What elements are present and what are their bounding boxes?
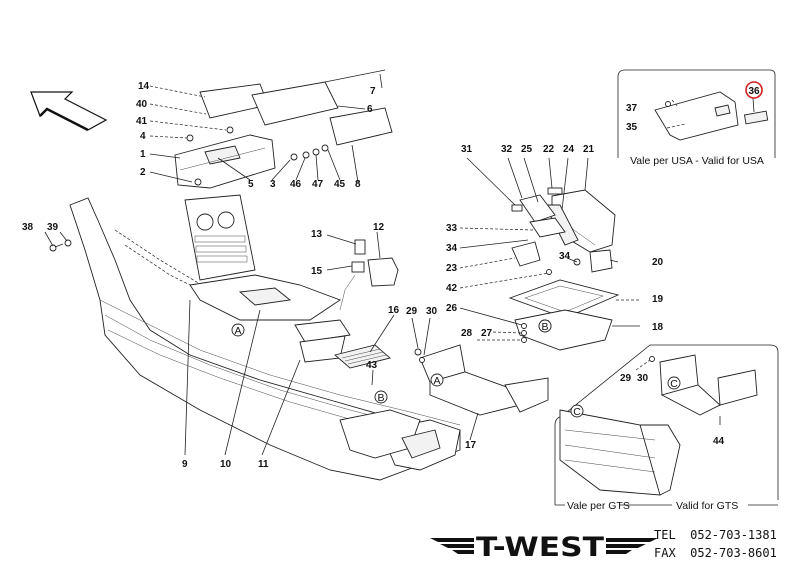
callout-10[interactable]: 10 [220, 459, 232, 470]
callout-26[interactable]: 26 [446, 303, 458, 314]
callout-25[interactable]: 25 [521, 144, 533, 155]
callout-16[interactable]: 16 [388, 305, 400, 316]
callout-9[interactable]: 9 [182, 459, 188, 470]
callout-43[interactable]: 43 [366, 360, 378, 371]
svg-text:A: A [234, 325, 241, 337]
left-wing-icon [430, 538, 474, 554]
callout-27[interactable]: 27 [481, 328, 493, 339]
callout-32[interactable]: 32 [501, 144, 513, 155]
phone-number: TEL 052-703-1381 [654, 528, 777, 542]
svg-text:C: C [573, 406, 581, 418]
callout-1[interactable]: 1 [140, 149, 146, 160]
contact-info: TEL 052-703-1381 FAX 052-703-8601 [654, 526, 777, 562]
ref-marker-c: C [570, 404, 584, 418]
armrest-assembly [508, 187, 620, 351]
callout-30[interactable]: 30 [637, 373, 649, 384]
svg-text:36: 36 [748, 86, 760, 97]
ref-marker-b: B [374, 390, 388, 404]
callout-37[interactable]: 37 [626, 103, 638, 114]
inset-usa [617, 69, 776, 158]
callout-24[interactable]: 24 [563, 144, 575, 155]
callout-33[interactable]: 33 [446, 223, 458, 234]
part-17-storage-pocket [414, 344, 549, 416]
callout-15[interactable]: 15 [311, 266, 323, 277]
callout-46[interactable]: 46 [290, 179, 302, 190]
svg-text:B: B [377, 392, 384, 404]
ref-marker-a: A [231, 323, 245, 337]
callout-2[interactable]: 2 [140, 167, 146, 178]
callout-3[interactable]: 3 [270, 179, 276, 190]
callout-47[interactable]: 47 [312, 179, 324, 190]
callout-labels: 14 40 41 4 1 2 5 3 46 47 45 8 6 7 38 39 … [22, 81, 763, 470]
gts-caption-left: Vale per GTS [567, 500, 630, 512]
callout-28[interactable]: 28 [461, 328, 473, 339]
callout-35[interactable]: 35 [626, 122, 638, 133]
part-16-vent-grille [334, 344, 391, 369]
callout-8[interactable]: 8 [355, 179, 361, 190]
fax-number: FAX 052-703-8601 [654, 546, 777, 560]
leader-lines [44, 73, 755, 456]
svg-text:C: C [670, 378, 678, 390]
callout-29[interactable]: 29 [406, 306, 418, 317]
callout-36-highlighted[interactable]: 36 [745, 81, 763, 99]
callout-17[interactable]: 17 [465, 440, 477, 451]
callout-23[interactable]: 23 [446, 263, 458, 274]
callout-7[interactable]: 7 [370, 86, 376, 97]
center-control-panel [184, 194, 351, 363]
callout-20[interactable]: 20 [652, 257, 664, 268]
tunnel-body [69, 197, 461, 481]
callout-40[interactable]: 40 [136, 99, 148, 110]
callout-5[interactable]: 5 [248, 179, 254, 190]
brand-name: T-WEST [476, 532, 605, 562]
reference-markers: A A B B C C [231, 319, 681, 418]
ref-marker-c: C [667, 376, 681, 390]
parts-12-13-15-switch [339, 239, 399, 311]
callout-4[interactable]: 4 [140, 131, 146, 142]
callout-45[interactable]: 45 [334, 179, 346, 190]
upper-trim-assembly [174, 69, 393, 189]
footer-brand-block: T-WEST TEL 052-703-1381 FAX 052-703-8601 [428, 524, 800, 574]
callout-13[interactable]: 13 [311, 229, 323, 240]
svg-text:B: B [541, 321, 548, 333]
svg-text:A: A [433, 375, 440, 387]
screw-38-39 [49, 239, 72, 252]
ref-marker-b: B [538, 319, 552, 333]
direction-arrow-icon [30, 91, 108, 132]
callout-30[interactable]: 30 [426, 306, 438, 317]
callout-11[interactable]: 11 [258, 459, 269, 470]
callout-34[interactable]: 34 [446, 243, 458, 254]
callout-31[interactable]: 31 [461, 144, 473, 155]
callout-19[interactable]: 19 [652, 294, 664, 305]
inset-gts [554, 344, 779, 505]
callout-39[interactable]: 39 [47, 222, 59, 233]
callout-6[interactable]: 6 [367, 104, 373, 115]
callout-21[interactable]: 21 [583, 144, 595, 155]
callout-41[interactable]: 41 [136, 116, 148, 127]
callout-34[interactable]: 34 [559, 251, 571, 262]
callout-29[interactable]: 29 [620, 373, 632, 384]
usa-caption: Vale per USA - Valid for USA [630, 155, 764, 167]
callout-44[interactable]: 44 [713, 436, 725, 447]
gts-caption-right: Valid for GTS [676, 500, 738, 512]
inset-captions: Vale per USA - Valid for USA Vale per GT… [555, 153, 778, 512]
ref-marker-a: A [430, 373, 444, 387]
callout-22[interactable]: 22 [543, 144, 555, 155]
callout-12[interactable]: 12 [373, 222, 385, 233]
callout-38[interactable]: 38 [22, 222, 34, 233]
callout-18[interactable]: 18 [652, 322, 664, 333]
callout-14[interactable]: 14 [138, 81, 150, 92]
right-wing-icon [606, 538, 658, 554]
t-west-logo: T-WEST [430, 532, 658, 562]
callout-42[interactable]: 42 [446, 283, 458, 294]
